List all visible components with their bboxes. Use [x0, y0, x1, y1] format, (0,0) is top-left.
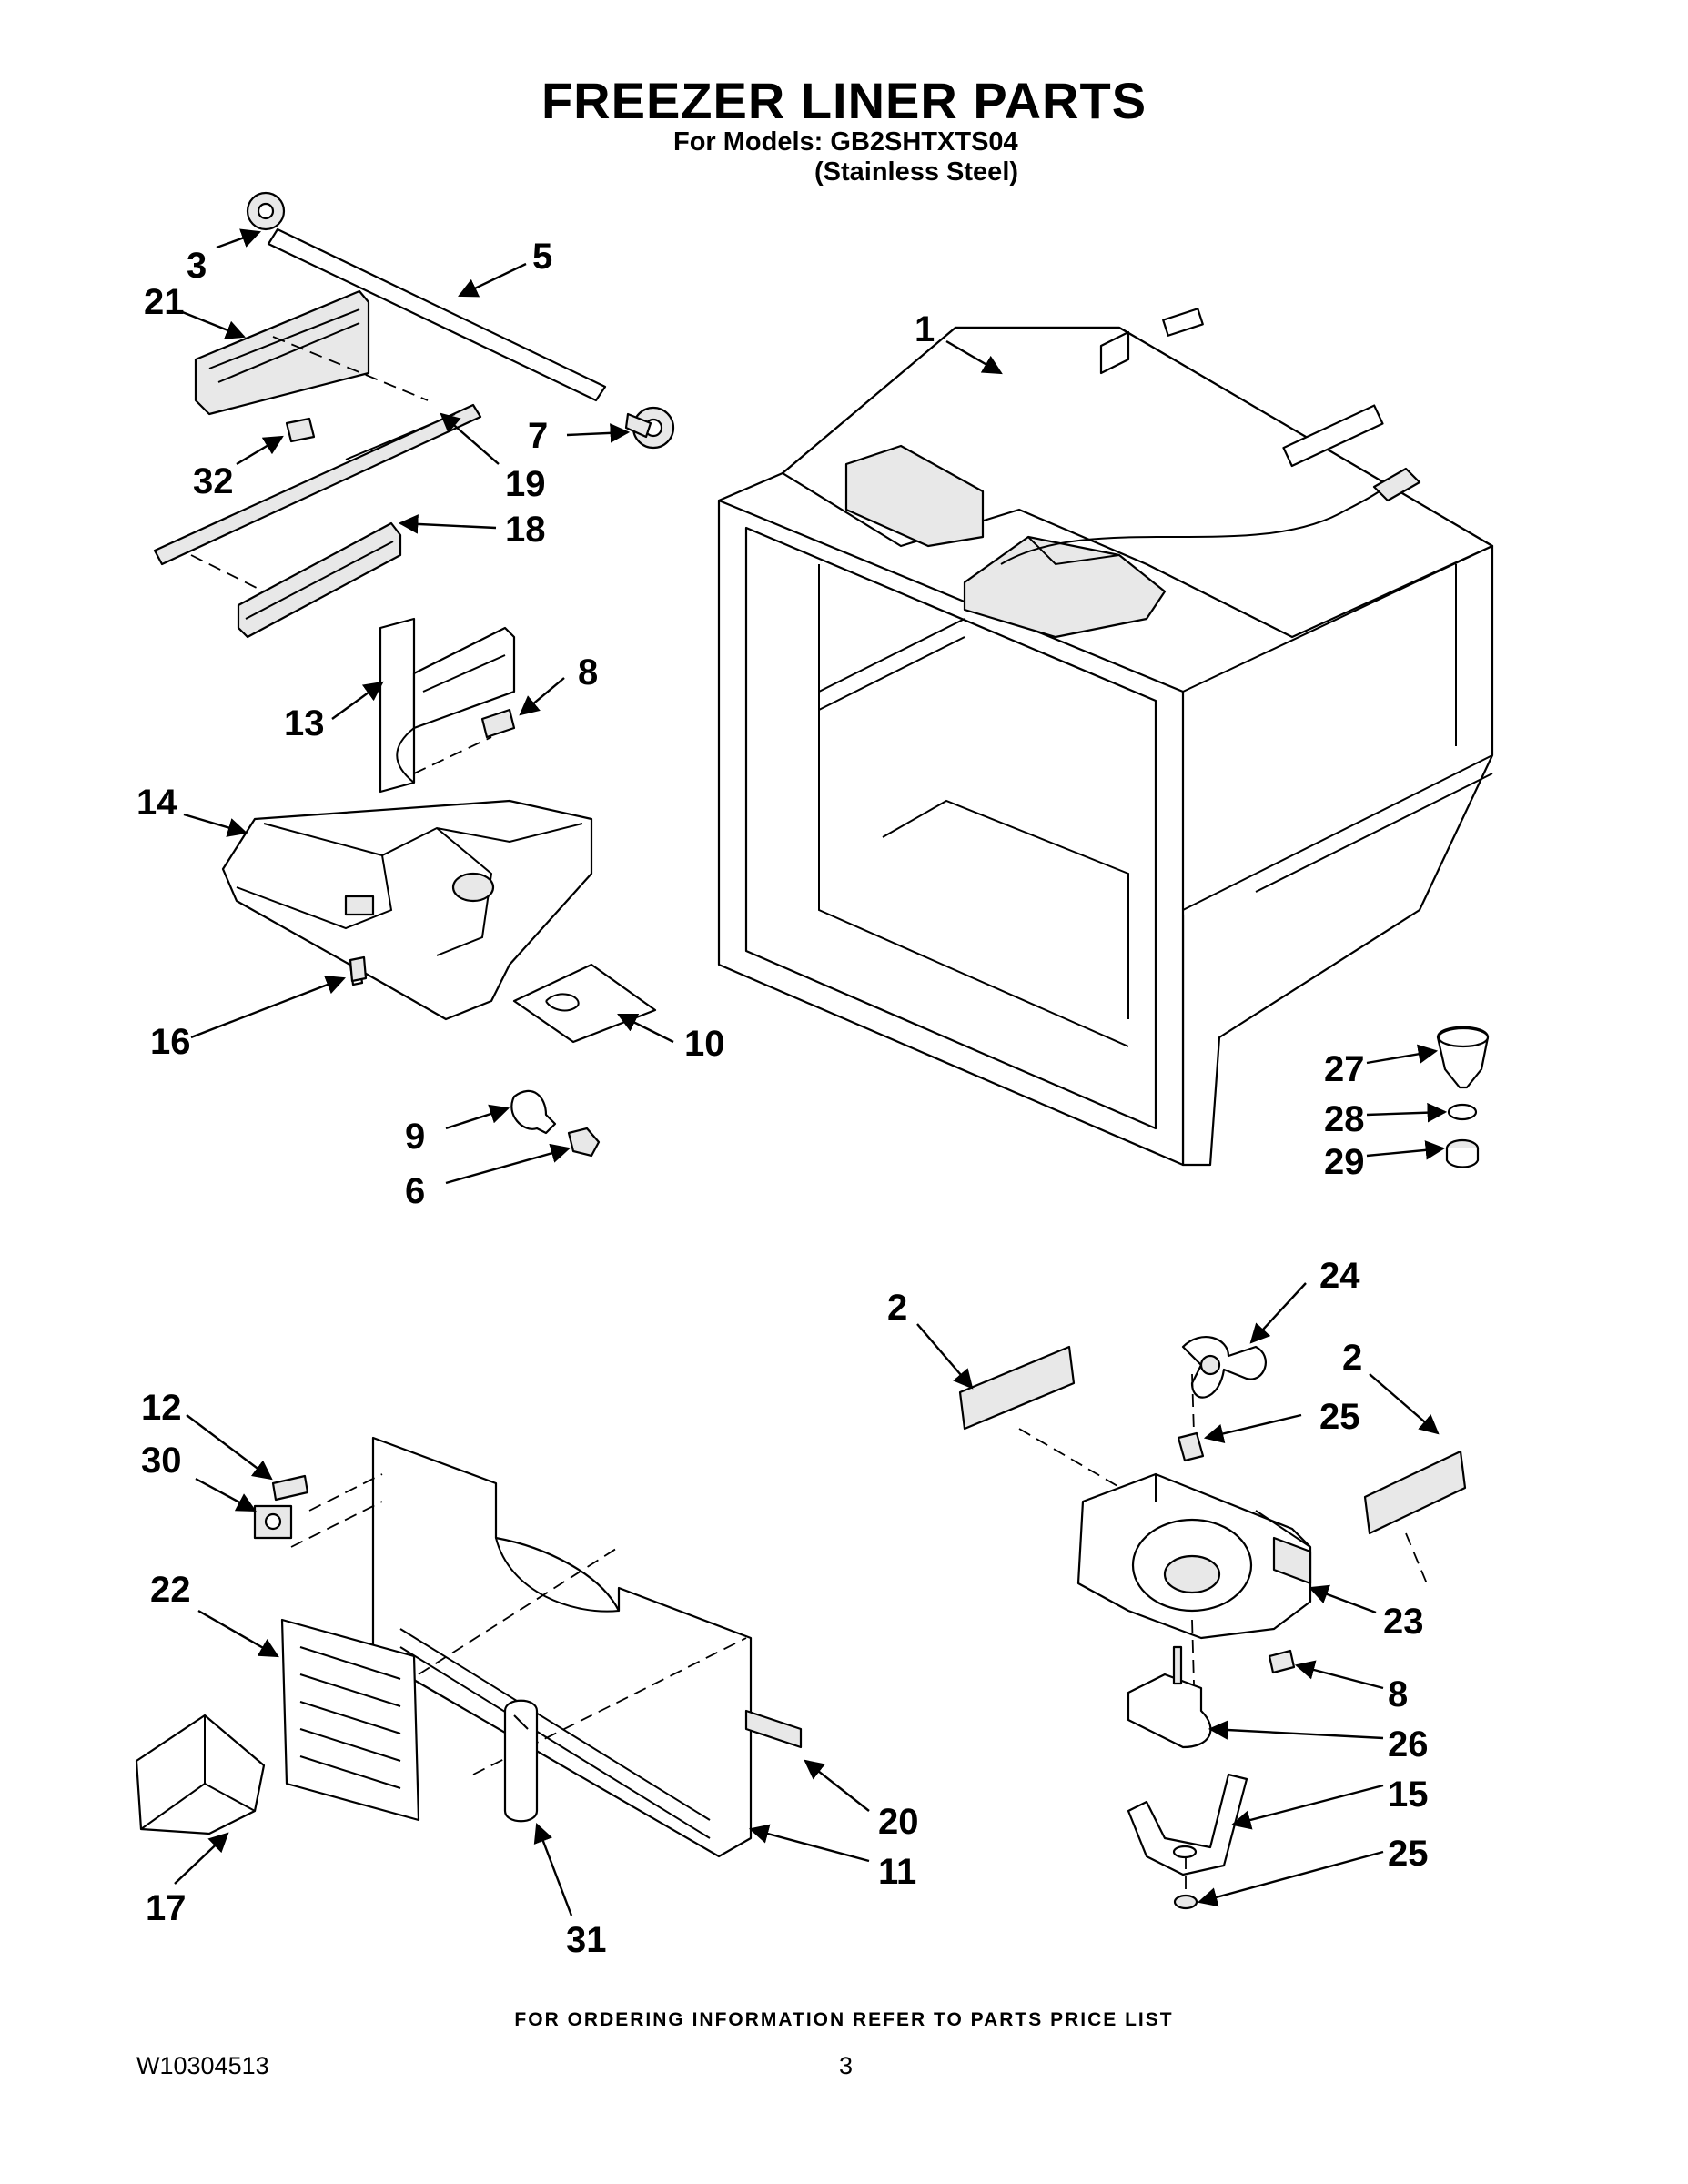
callout-number: 7 [528, 416, 548, 456]
callout-number: 8 [1388, 1674, 1408, 1714]
ordering-note: FOR ORDERING INFORMATION REFER TO PARTS … [514, 2009, 1174, 2030]
evaporator-cover-assembly [135, 1436, 803, 1858]
callout-number: 13 [284, 703, 325, 743]
document-id: W10304513 [136, 2052, 269, 2079]
callout-number: 12 [141, 1388, 182, 1428]
callout-number: 15 [1388, 1774, 1429, 1815]
callout-number: 28 [1324, 1099, 1365, 1139]
callout-number: 16 [150, 1022, 191, 1062]
fan-assembly [958, 1336, 1467, 1910]
callout-number: 14 [136, 783, 177, 823]
callout-number: 3 [187, 246, 207, 286]
callout-leaders [174, 228, 1448, 1916]
callout-number: 6 [405, 1171, 425, 1211]
callout-number: 30 [141, 1441, 182, 1481]
callout-number: 32 [193, 461, 234, 501]
callout-number: 21 [144, 282, 185, 322]
callout-number: 25 [1319, 1397, 1360, 1437]
callout-number: 2 [1342, 1338, 1362, 1378]
callout-number: 31 [566, 1920, 607, 1960]
finish-line: (Stainless Steel) [814, 157, 1019, 187]
freezer-liner-part [717, 308, 1494, 1167]
cover-14-part [221, 799, 657, 1044]
page-title: FREEZER LINER PARTS [541, 72, 1147, 129]
bracket-13-part [379, 617, 516, 794]
callout-number: 10 [684, 1024, 725, 1064]
callout-number: 23 [1383, 1602, 1424, 1642]
callout-number: 18 [505, 510, 546, 550]
callout-number: 19 [505, 464, 546, 504]
callout-number: 1 [915, 309, 935, 349]
callout-number: 22 [150, 1570, 191, 1610]
slide-rail-assembly [153, 191, 675, 639]
page-number: 3 [839, 2052, 854, 2079]
callout-numbers: 1 2 2 3 5 6 7 8 8 9 10 11 12 13 14 15 16… [136, 237, 1429, 1960]
callout-number: 25 [1388, 1834, 1429, 1874]
callout-number: 24 [1319, 1256, 1360, 1296]
callout-number: 2 [887, 1288, 907, 1328]
callout-number: 29 [1324, 1142, 1365, 1182]
callout-number: 26 [1388, 1724, 1429, 1764]
drain-parts [1436, 1026, 1490, 1168]
callout-number: 8 [578, 652, 598, 693]
callout-number: 27 [1324, 1049, 1365, 1089]
callout-number: 9 [405, 1117, 425, 1157]
callout-number: 17 [146, 1888, 187, 1928]
callout-number: 5 [532, 237, 552, 277]
callout-number: 11 [878, 1852, 916, 1892]
models-line: For Models: GB2SHTXTS04 [673, 127, 1018, 157]
lamp-socket-parts [510, 1089, 601, 1158]
callout-number: 20 [878, 1802, 919, 1842]
